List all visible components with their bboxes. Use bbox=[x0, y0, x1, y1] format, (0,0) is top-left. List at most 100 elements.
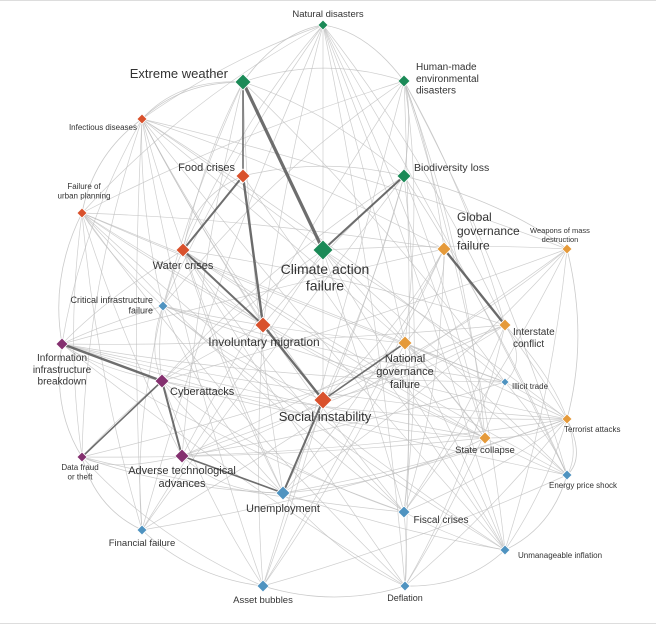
connection-line bbox=[161, 380, 264, 587]
connection-line bbox=[403, 175, 568, 476]
connection-line bbox=[181, 399, 324, 457]
node-info-breakdown[interactable] bbox=[55, 337, 69, 351]
connection-line bbox=[282, 175, 405, 494]
connection-line bbox=[242, 24, 324, 83]
connection-line bbox=[504, 324, 517, 383]
strong-connection-line bbox=[161, 380, 183, 457]
connection-line bbox=[282, 248, 568, 494]
label-state-collapse: State collapse bbox=[455, 445, 515, 456]
label-line: Failure of bbox=[67, 182, 101, 191]
connection-line bbox=[141, 249, 324, 531]
connection-line bbox=[403, 342, 409, 513]
node-natural-disasters[interactable] bbox=[317, 19, 329, 31]
node-deflation[interactable] bbox=[399, 580, 411, 592]
node-interstate[interactable] bbox=[498, 318, 512, 332]
node-social[interactable] bbox=[313, 390, 333, 410]
connection-line bbox=[404, 342, 506, 551]
connection-line bbox=[182, 249, 406, 587]
label-line: Information bbox=[37, 353, 87, 364]
connection-line bbox=[182, 24, 324, 251]
connection-line bbox=[322, 248, 568, 401]
label-line: Unemployment bbox=[246, 503, 320, 515]
connection-line bbox=[404, 549, 506, 587]
label-line: Critical infrastructure bbox=[70, 295, 153, 305]
node-asset[interactable] bbox=[256, 579, 270, 593]
strong-connection-line bbox=[81, 380, 163, 458]
label-line: failure bbox=[390, 379, 420, 391]
node-illicit[interactable] bbox=[500, 377, 510, 387]
connection-line bbox=[242, 165, 405, 177]
connection-line bbox=[181, 455, 284, 494]
connection-line bbox=[81, 80, 405, 214]
connection-line bbox=[322, 24, 405, 82]
node-water-crises[interactable] bbox=[175, 242, 191, 258]
connection-line bbox=[81, 212, 406, 587]
connection-line bbox=[262, 24, 324, 326]
label-line: or theft bbox=[68, 472, 94, 481]
label-infectious: Infectious diseases bbox=[69, 123, 137, 132]
node-inflation[interactable] bbox=[499, 544, 511, 556]
node-urban-planning[interactable] bbox=[76, 207, 88, 219]
connection-line bbox=[182, 249, 486, 439]
connection-line bbox=[161, 380, 284, 494]
label-line: urban planning bbox=[58, 191, 111, 200]
node-extreme-weather[interactable] bbox=[234, 73, 252, 91]
connection-line bbox=[81, 324, 506, 458]
connection-line bbox=[403, 248, 445, 513]
node-human-made[interactable] bbox=[397, 74, 411, 88]
connection-line bbox=[81, 456, 264, 587]
node-critical-infra[interactable] bbox=[157, 300, 169, 312]
connection-line bbox=[141, 118, 324, 251]
node-data-fraud[interactable] bbox=[76, 451, 88, 463]
connection-line bbox=[262, 342, 406, 587]
connection-line bbox=[154, 305, 164, 382]
connection-line bbox=[81, 212, 445, 250]
connection-line bbox=[403, 80, 568, 476]
strong-connection-line bbox=[241, 80, 325, 252]
node-energy[interactable] bbox=[561, 469, 573, 481]
connection-line bbox=[181, 81, 244, 457]
node-climate[interactable] bbox=[312, 239, 334, 261]
node-unemployment[interactable] bbox=[275, 485, 291, 501]
strong-connection-line bbox=[181, 455, 284, 494]
connection-line bbox=[141, 81, 244, 120]
connection-line bbox=[58, 343, 83, 458]
connection-line bbox=[242, 81, 284, 494]
connection-line bbox=[81, 24, 324, 214]
connection-line bbox=[81, 456, 143, 531]
label-line: Illicit trade bbox=[512, 382, 549, 391]
label-energy: Energy price shock bbox=[549, 481, 618, 490]
label-social: Social instability bbox=[279, 409, 372, 424]
node-financial[interactable] bbox=[136, 524, 148, 536]
node-migration[interactable] bbox=[254, 316, 272, 334]
connection-line bbox=[159, 249, 184, 382]
connection-line bbox=[322, 249, 405, 513]
node-national-gov[interactable] bbox=[397, 335, 413, 351]
node-global-gov[interactable] bbox=[436, 241, 452, 257]
node-adverse-tech[interactable] bbox=[174, 448, 190, 464]
node-wmd[interactable] bbox=[561, 243, 573, 255]
label-line: Global bbox=[457, 210, 492, 224]
connection-line bbox=[61, 305, 164, 345]
connection-line bbox=[182, 249, 506, 326]
strong-connection-line bbox=[322, 342, 406, 401]
connection-line bbox=[81, 455, 183, 466]
connection-line bbox=[403, 511, 506, 551]
connection-line bbox=[162, 81, 244, 307]
node-terrorist[interactable] bbox=[561, 413, 573, 425]
connection-line bbox=[181, 418, 568, 457]
node-state-collapse[interactable] bbox=[478, 431, 492, 445]
risk-nodes bbox=[55, 19, 573, 593]
node-cyberattacks[interactable] bbox=[154, 373, 170, 389]
node-food-crises[interactable] bbox=[235, 168, 251, 184]
connection-line bbox=[566, 248, 579, 420]
label-line: Human-made bbox=[416, 62, 477, 73]
connection-line bbox=[141, 118, 324, 401]
connection-line bbox=[81, 456, 284, 494]
node-infectious[interactable] bbox=[136, 113, 148, 125]
node-biodiversity[interactable] bbox=[396, 168, 412, 184]
label-line: destruction bbox=[542, 235, 579, 244]
node-fiscal[interactable] bbox=[397, 505, 411, 519]
